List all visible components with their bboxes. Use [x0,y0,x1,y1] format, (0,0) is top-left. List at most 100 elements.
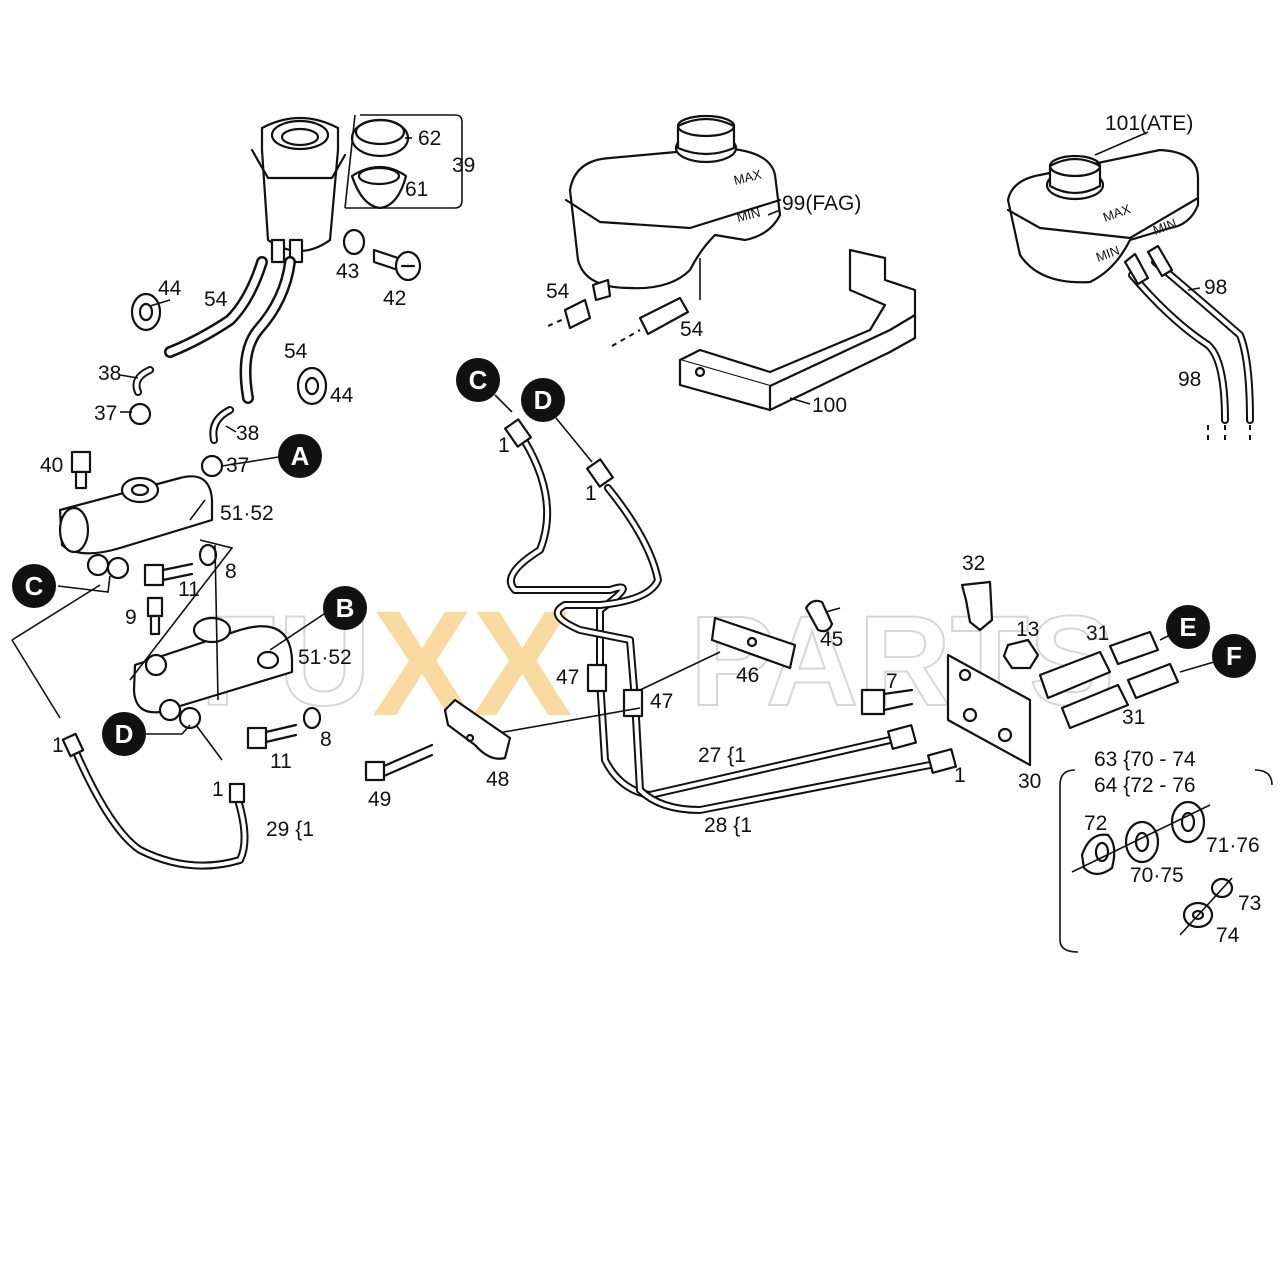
label-1c: 1 [498,434,510,457]
label-39: 39 [452,154,475,177]
elbow-38-b [211,408,232,442]
label-8a: 8 [225,560,237,583]
reservoir-outlet-1 [270,238,286,264]
bolt-11-b-head [246,726,268,750]
connector-C-left-circle [12,564,56,608]
pipe-27 [508,438,892,797]
master-cylinder-upper-outlet-2 [106,556,130,580]
grommet-37-b [200,454,224,478]
screw-42-shaft [372,248,400,272]
bracket-100 [678,248,917,412]
bleeder-9-thread [149,614,161,636]
master-cylinder-upper-port [120,476,160,504]
pipe-29-outline [71,746,249,870]
bleeder-9-head [146,596,164,618]
reservoir-cap-top [354,118,406,146]
reservoir-bracket [250,148,347,180]
junction-plate-30 [860,580,1215,767]
fitting-31-b-end [1126,662,1180,700]
leader-38b [225,425,237,433]
plug-44-b [296,366,328,406]
pipe-fitting-d [586,458,614,488]
leader-D-left [145,724,191,735]
master-cylinder-upper-end [58,506,90,554]
nut-13 [1002,638,1040,670]
leaders-left [11,137,412,761]
label-1a: 1 [52,734,64,757]
connector-badges: A B C D C D E F [12,358,1256,756]
label-7: 7 [886,670,898,693]
leader-44a [149,299,171,307]
label-98b: 98 [1178,368,1201,391]
hose-54-a [166,258,266,356]
hose-98-a [1130,273,1227,422]
leader-45 [825,607,841,613]
leader-F [1179,661,1215,673]
hose-54-b [242,258,294,402]
label-47a: 47 [556,666,579,689]
reservoir-99-fag: MAX MIN [547,114,782,347]
connector-C-center-circle [456,358,500,402]
pipe-29-fitting-b [228,782,246,804]
label-28: 28 {1 [704,814,752,837]
label-54c: 54 [546,280,570,303]
leader-100 [789,397,811,405]
plate-30-hole-1 [958,668,972,682]
bushing-72-hole [1094,841,1110,863]
group-bracket-39-side [344,114,356,209]
hose-98-dash [1207,425,1251,440]
master-cylinder-lower-mount-hole [256,650,280,670]
part-labels: 62 39 61 43 42 44 54 54 44 38 37 38 37 4… [40,112,1261,947]
reservoir-99-nipple-1 [591,278,612,302]
reservoir-99-cap-top [676,114,736,138]
label-27: 27 {1 [698,744,746,767]
bushing-axis-line [1071,804,1211,873]
bushing-71-76-hole [1180,811,1196,833]
leader-C-center [494,394,513,413]
label-43: 43 [336,260,359,283]
leader-washer-line [214,544,219,701]
connector-F-label: F [1226,641,1242,671]
reservoir-101-cap-top [1048,154,1102,178]
watermark-text-right: PARTS [690,590,1114,733]
label-99: 99(FAG) [782,192,861,215]
reservoir-strainer-rim [357,166,401,186]
washer-8-a [198,543,218,567]
rubber-45 [804,599,834,633]
label-100: 100 [812,394,847,417]
hose-54-c-dash [547,317,567,327]
plate-46-hole [746,636,758,648]
connector-C-left: C [12,564,56,608]
label-63: 63 {70 - 74 [1094,748,1196,771]
label-101: 101(ATE) [1105,112,1193,135]
plug-44-b-hole [304,376,320,396]
bushing-group-bracket-left [1059,769,1079,953]
plug-44-a [130,292,162,332]
plug-44-a-hole [138,302,154,322]
bracket-100-face [678,360,772,412]
bracket-48-hole [465,733,475,743]
connector-C-left-label: C [25,571,44,601]
bushing-70-75 [1124,820,1160,864]
label-1e: 1 [954,764,966,787]
washer-43 [342,228,366,256]
hose-98-fitting-1 [1123,252,1150,286]
bushing-70-75-hole [1134,831,1150,853]
reservoir-99-max-mark: MAX [732,166,763,187]
connector-B-label: B [336,593,355,623]
leader-D-center [555,417,593,463]
plate-30-hole-2 [962,707,978,723]
leader-51b-link [129,539,234,681]
master-cylinder-upper-outlet-1 [86,553,110,577]
connector-B-circle [323,586,367,630]
label-45: 45 [820,628,843,651]
leader-C-left [57,575,111,593]
pipe-27-fitting [886,724,918,750]
label-44b: 44 [330,384,354,407]
pipe-29-body [73,748,247,868]
label-13: 13 [1016,618,1039,641]
leader-C-pipe [11,584,101,641]
master-cylinder-lower-outlet-2 [178,706,202,730]
mounting-parts-center [364,599,841,782]
